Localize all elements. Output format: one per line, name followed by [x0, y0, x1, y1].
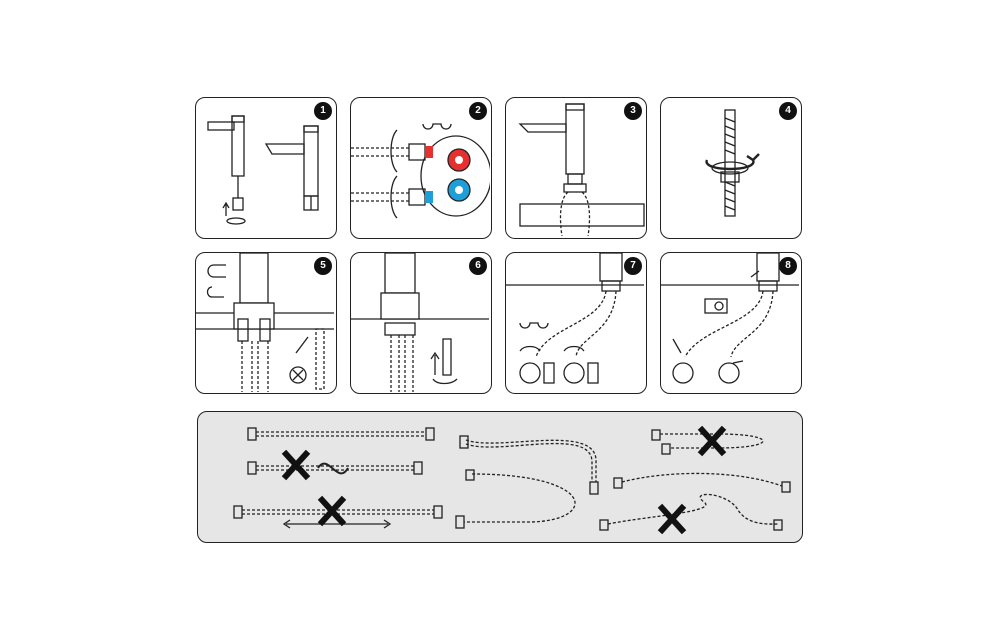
step-panel-8: 8	[660, 252, 802, 394]
mounting-bracket-icon	[196, 253, 335, 392]
faucet-mounted-icon	[506, 98, 645, 237]
step-panel-6: 6	[350, 252, 492, 394]
tighten-nut-icon	[351, 253, 490, 392]
step-panel-7: 7	[505, 252, 647, 394]
hose-connect-icon	[351, 98, 490, 237]
step-panel-5: 5	[195, 252, 337, 394]
hose-installation-guide	[197, 411, 803, 543]
threaded-rod-nut-icon	[661, 98, 800, 237]
faucet-install-icon	[196, 98, 335, 237]
step-panel-2: 2	[350, 97, 492, 239]
step-panel-4: 4	[660, 97, 802, 239]
step-panel-3: 3	[505, 97, 647, 239]
supply-valve-icon	[506, 253, 645, 392]
hose-routing-guide-icon	[198, 412, 801, 541]
check-leak-icon	[661, 253, 800, 392]
step-panel-1: 1	[195, 97, 337, 239]
